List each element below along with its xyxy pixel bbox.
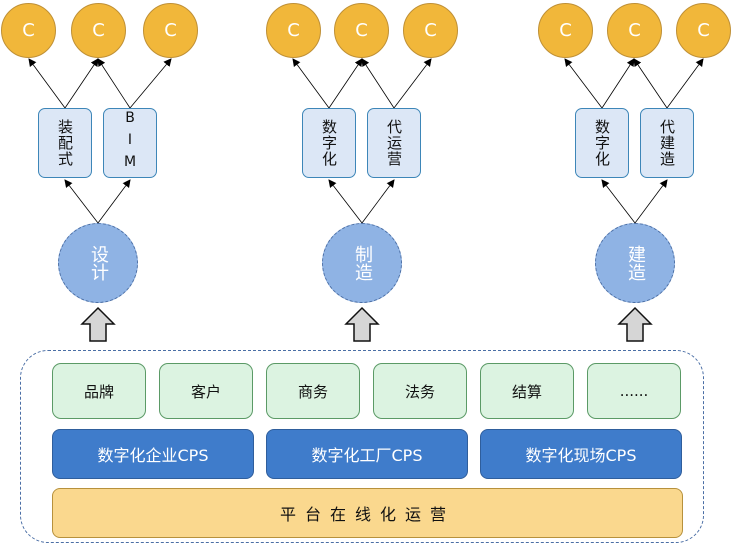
connector-arrow bbox=[328, 58, 363, 109]
up-arrow-icon bbox=[617, 306, 653, 342]
connector-arrow bbox=[97, 179, 131, 224]
tool-box: 装配式 bbox=[38, 108, 92, 178]
cps-bar-site: 数字化现场CPS bbox=[480, 429, 682, 479]
hub-design: 设计 bbox=[58, 223, 138, 303]
connector-arrow bbox=[28, 58, 66, 109]
connector-arrow bbox=[292, 58, 330, 109]
tool-box: 数字化 bbox=[302, 108, 356, 178]
connector-arrow bbox=[97, 58, 131, 109]
node-c: C bbox=[403, 3, 458, 58]
up-arrow-icon bbox=[344, 306, 380, 342]
connector-arrow bbox=[601, 58, 635, 109]
connector-arrow bbox=[129, 58, 172, 109]
service-box: 客户 bbox=[159, 363, 253, 419]
service-box: ...... bbox=[587, 363, 681, 419]
node-c: C bbox=[538, 3, 593, 58]
platform-container bbox=[20, 350, 704, 543]
node-c: C bbox=[71, 3, 126, 58]
service-box: 法务 bbox=[373, 363, 467, 419]
connector-arrow bbox=[361, 179, 395, 224]
connector-arrow bbox=[633, 58, 668, 109]
tool-box: 代运营 bbox=[367, 108, 421, 178]
platform-base-bar: 平台在线化运营 bbox=[52, 488, 683, 538]
tool-box: 数字化 bbox=[575, 108, 629, 178]
connector-arrow bbox=[634, 179, 668, 224]
tool-box: BIM bbox=[103, 108, 157, 178]
service-box: 品牌 bbox=[52, 363, 146, 419]
hub-construction: 建造 bbox=[595, 223, 675, 303]
node-c: C bbox=[334, 3, 389, 58]
node-c: C bbox=[266, 3, 321, 58]
connector-arrow bbox=[601, 179, 636, 224]
hub-manufacturing: 制造 bbox=[322, 223, 402, 303]
node-c: C bbox=[1, 3, 56, 58]
connector-arrow bbox=[64, 58, 99, 109]
service-box: 结算 bbox=[480, 363, 574, 419]
connector-arrow bbox=[393, 58, 432, 109]
node-c: C bbox=[143, 3, 198, 58]
node-c: C bbox=[676, 3, 731, 58]
connector-arrow bbox=[64, 179, 99, 224]
service-box: 商务 bbox=[266, 363, 360, 419]
connector-arrow bbox=[564, 58, 603, 109]
cps-bar-enterprise: 数字化企业CPS bbox=[52, 429, 254, 479]
node-c: C bbox=[607, 3, 662, 58]
tool-box: 代建造 bbox=[640, 108, 694, 178]
connector-arrow bbox=[361, 58, 395, 109]
up-arrow-icon bbox=[80, 306, 116, 342]
cps-bar-factory: 数字化工厂CPS bbox=[266, 429, 468, 479]
connector-arrow bbox=[328, 179, 363, 224]
connector-arrow bbox=[666, 58, 704, 109]
